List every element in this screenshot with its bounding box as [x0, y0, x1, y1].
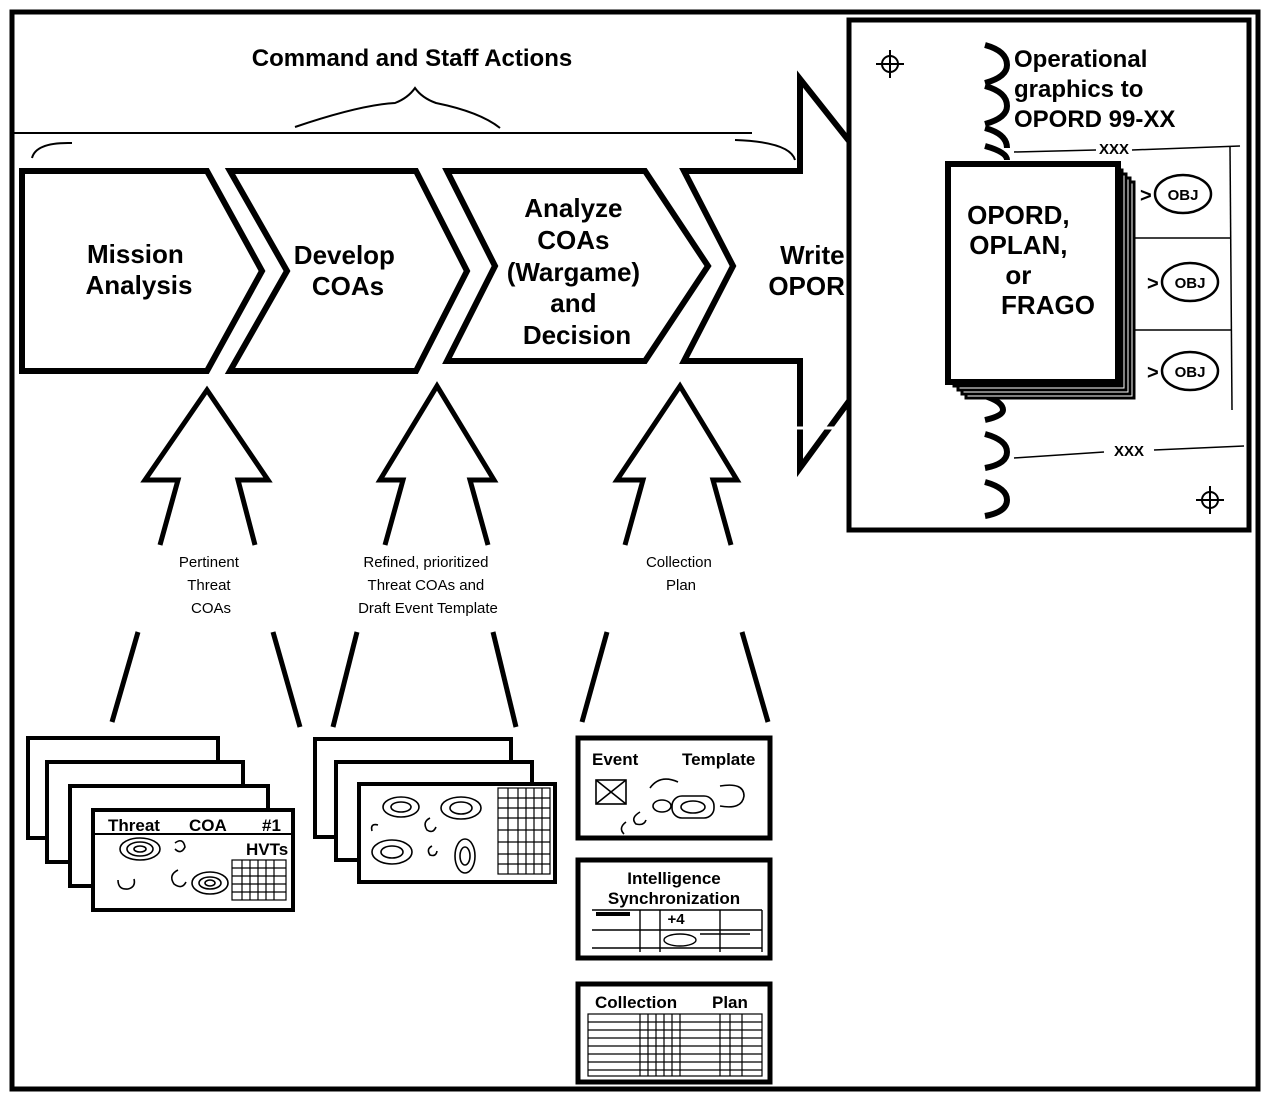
- stage-mission-analysis-label: Mission Analysis: [86, 239, 193, 300]
- binder-ring: [984, 143, 1010, 161]
- threat-card-terrain: [117, 837, 229, 895]
- graphics-title: Operational graphics to OPORD 99-XX: [1014, 46, 1175, 133]
- threat-card-hvt-grid: [231, 859, 287, 901]
- intel-sync-line1: Intelligence: [627, 869, 721, 888]
- boundary-lines: [1013, 145, 1245, 459]
- objective-1: > OBJ: [1140, 173, 1213, 215]
- collection-plan-left: Collection: [595, 993, 677, 1012]
- splay-3-right: [739, 631, 771, 723]
- intel-sync-matrix: [592, 909, 763, 952]
- header-title: Command and Staff Actions: [252, 45, 572, 72]
- splay-3-left: [579, 631, 610, 723]
- intel-sync-card: [575, 857, 773, 961]
- outer-frame: [9, 9, 1261, 1092]
- threat-coa-stack: [26, 736, 295, 912]
- objective-label: OBJ: [1168, 187, 1199, 204]
- stage-develop-coas: [224, 168, 471, 374]
- intel-sync-line2: Synchronization: [608, 889, 740, 908]
- binder-ring: [984, 42, 1011, 86]
- stage-write-opord-arrow: [679, 70, 952, 478]
- refined-coa-stack: [313, 737, 557, 884]
- threat-card-right: #1: [262, 816, 281, 835]
- objective-oval: [1160, 261, 1220, 303]
- input-arrows: [140, 381, 742, 546]
- splay-1-right: [270, 631, 303, 728]
- stage-mission-analysis: [19, 168, 266, 374]
- crosshair-icon: [876, 50, 904, 78]
- threat-card-hvts: HVTs: [246, 840, 288, 859]
- binder-ring: [984, 431, 1011, 471]
- input-arrow-1: [140, 385, 273, 546]
- binder-ring: [984, 393, 1007, 423]
- splay-2-right: [490, 631, 519, 728]
- crosshair-icon: [1196, 486, 1224, 514]
- input-label-3: Collection Plan: [646, 554, 716, 594]
- chevron-right-icon: >: [1147, 362, 1159, 384]
- collection-plan-right: Plan: [712, 993, 748, 1012]
- intel-sync-marker: +4: [667, 911, 685, 928]
- input-arrow-3: [612, 381, 742, 546]
- boundary-top-label: XXX: [1099, 141, 1129, 158]
- objective-oval: [1160, 350, 1220, 392]
- stage-analyze-coas: [442, 168, 712, 364]
- stage-labels: Mission Analysis Develop COAs Analyze CO…: [86, 193, 864, 350]
- input-label-2: Refined, prioritized Threat COAs and Dra…: [358, 554, 498, 617]
- stage-brace-left: [31, 141, 73, 159]
- objective-label: OBJ: [1175, 364, 1206, 381]
- threat-card-mid: COA: [189, 816, 227, 835]
- stage-brace-right: [734, 139, 796, 161]
- stage-develop-coas-label: Develop COAs: [294, 240, 402, 301]
- order-type-label: OPORD, OPLAN, or FRAGO: [967, 200, 1095, 320]
- threat-coa-card: [91, 808, 295, 912]
- order-booklet: [945, 161, 1136, 400]
- event-template-sketch: [595, 778, 745, 835]
- input-arrow-2: [375, 381, 499, 546]
- refined-card-terrain: [370, 796, 482, 874]
- objective-2: > OBJ: [1147, 261, 1220, 303]
- binder-ring: [984, 479, 1011, 519]
- chevron-right-icon: >: [1140, 185, 1152, 207]
- chevron-right-icon: >: [1147, 273, 1159, 295]
- stage-analyze-coas-label: Analyze COAs (Wargame) and Decision: [507, 193, 648, 350]
- event-template-card: [575, 735, 773, 841]
- event-template-right: Template: [682, 750, 755, 769]
- binder-ring: [984, 125, 1010, 149]
- splay-lines: [109, 631, 771, 728]
- collection-plan-grid: [587, 1013, 763, 1077]
- binder-ring: [984, 83, 1011, 127]
- process-flow: [19, 70, 952, 478]
- splay-1-left: [109, 631, 141, 723]
- input-labels: Pertinent Threat COAs Refined, prioritiz…: [179, 554, 716, 617]
- boundary-bottom-label: XXX: [1114, 443, 1144, 460]
- objective-3: > OBJ: [1147, 350, 1220, 392]
- collection-plan-card: [575, 981, 773, 1085]
- objective-label: OBJ: [1175, 275, 1206, 292]
- splay-2-left: [330, 631, 360, 728]
- input-label-1: Pertinent Threat COAs: [179, 554, 243, 617]
- order-booklet-cover: [945, 161, 1121, 385]
- header-brace: [294, 86, 501, 129]
- threat-card-left: Threat: [108, 816, 160, 835]
- event-template-left: Event: [592, 750, 639, 769]
- binder-rings: [984, 42, 1011, 519]
- objective-oval: [1153, 173, 1213, 215]
- refined-card-grid: [497, 787, 551, 875]
